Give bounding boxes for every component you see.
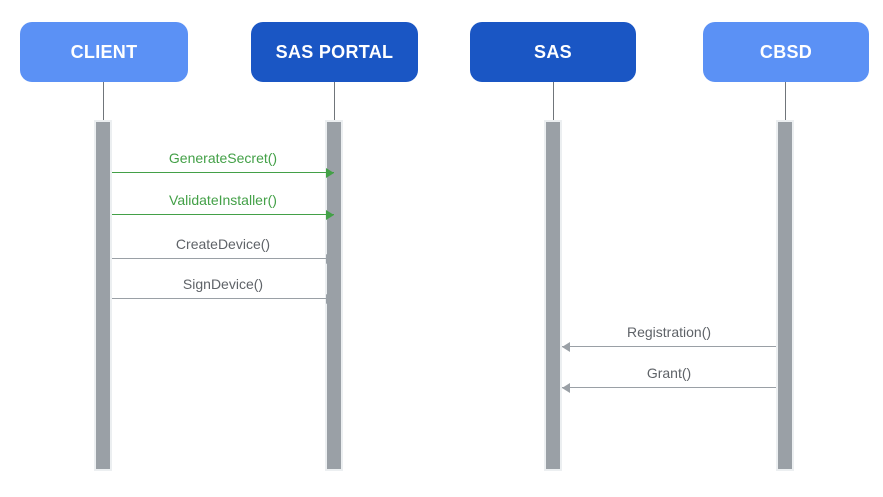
- message-arrowhead-sign-device: [326, 294, 334, 304]
- message-line-create-device: [112, 258, 334, 259]
- message-line-generate-secret: [112, 172, 334, 173]
- message-arrowhead-create-device: [326, 254, 334, 264]
- message-label-create-device: CreateDevice(): [175, 236, 271, 252]
- message-label-sign-device: SignDevice(): [182, 276, 264, 292]
- message-label-registration: Registration(): [626, 324, 712, 340]
- participant-label-client: CLIENT: [70, 41, 138, 62]
- activation-bar-cbsd: [776, 120, 794, 471]
- participant-box-cbsd[interactable]: CBSD: [703, 22, 869, 82]
- message-label-grant: Grant(): [646, 365, 692, 381]
- lifeline-cbsd: [785, 82, 786, 120]
- message-line-validate-installer: [112, 214, 334, 215]
- participant-label-sas-portal: SAS PORTAL: [275, 41, 394, 62]
- message-line-registration: [562, 346, 776, 347]
- message-line-grant: [562, 387, 776, 388]
- lifeline-sas: [553, 82, 554, 120]
- activation-bar-sas: [544, 120, 562, 471]
- participant-box-client[interactable]: CLIENT: [20, 22, 188, 82]
- participant-box-sas-portal[interactable]: SAS PORTAL: [251, 22, 418, 82]
- message-arrowhead-registration: [562, 342, 570, 352]
- activation-bar-client: [94, 120, 112, 471]
- lifeline-sas-portal: [334, 82, 335, 120]
- message-label-validate-installer: ValidateInstaller(): [169, 192, 277, 208]
- message-arrowhead-generate-secret: [326, 168, 334, 178]
- message-arrowhead-grant: [562, 383, 570, 393]
- lifeline-client: [103, 82, 104, 120]
- message-arrowhead-validate-installer: [326, 210, 334, 220]
- participant-label-sas: SAS: [534, 41, 572, 62]
- participant-box-sas[interactable]: SAS: [470, 22, 636, 82]
- participant-label-cbsd: CBSD: [759, 41, 813, 62]
- message-line-sign-device: [112, 298, 334, 299]
- message-label-generate-secret: GenerateSecret(): [168, 150, 278, 166]
